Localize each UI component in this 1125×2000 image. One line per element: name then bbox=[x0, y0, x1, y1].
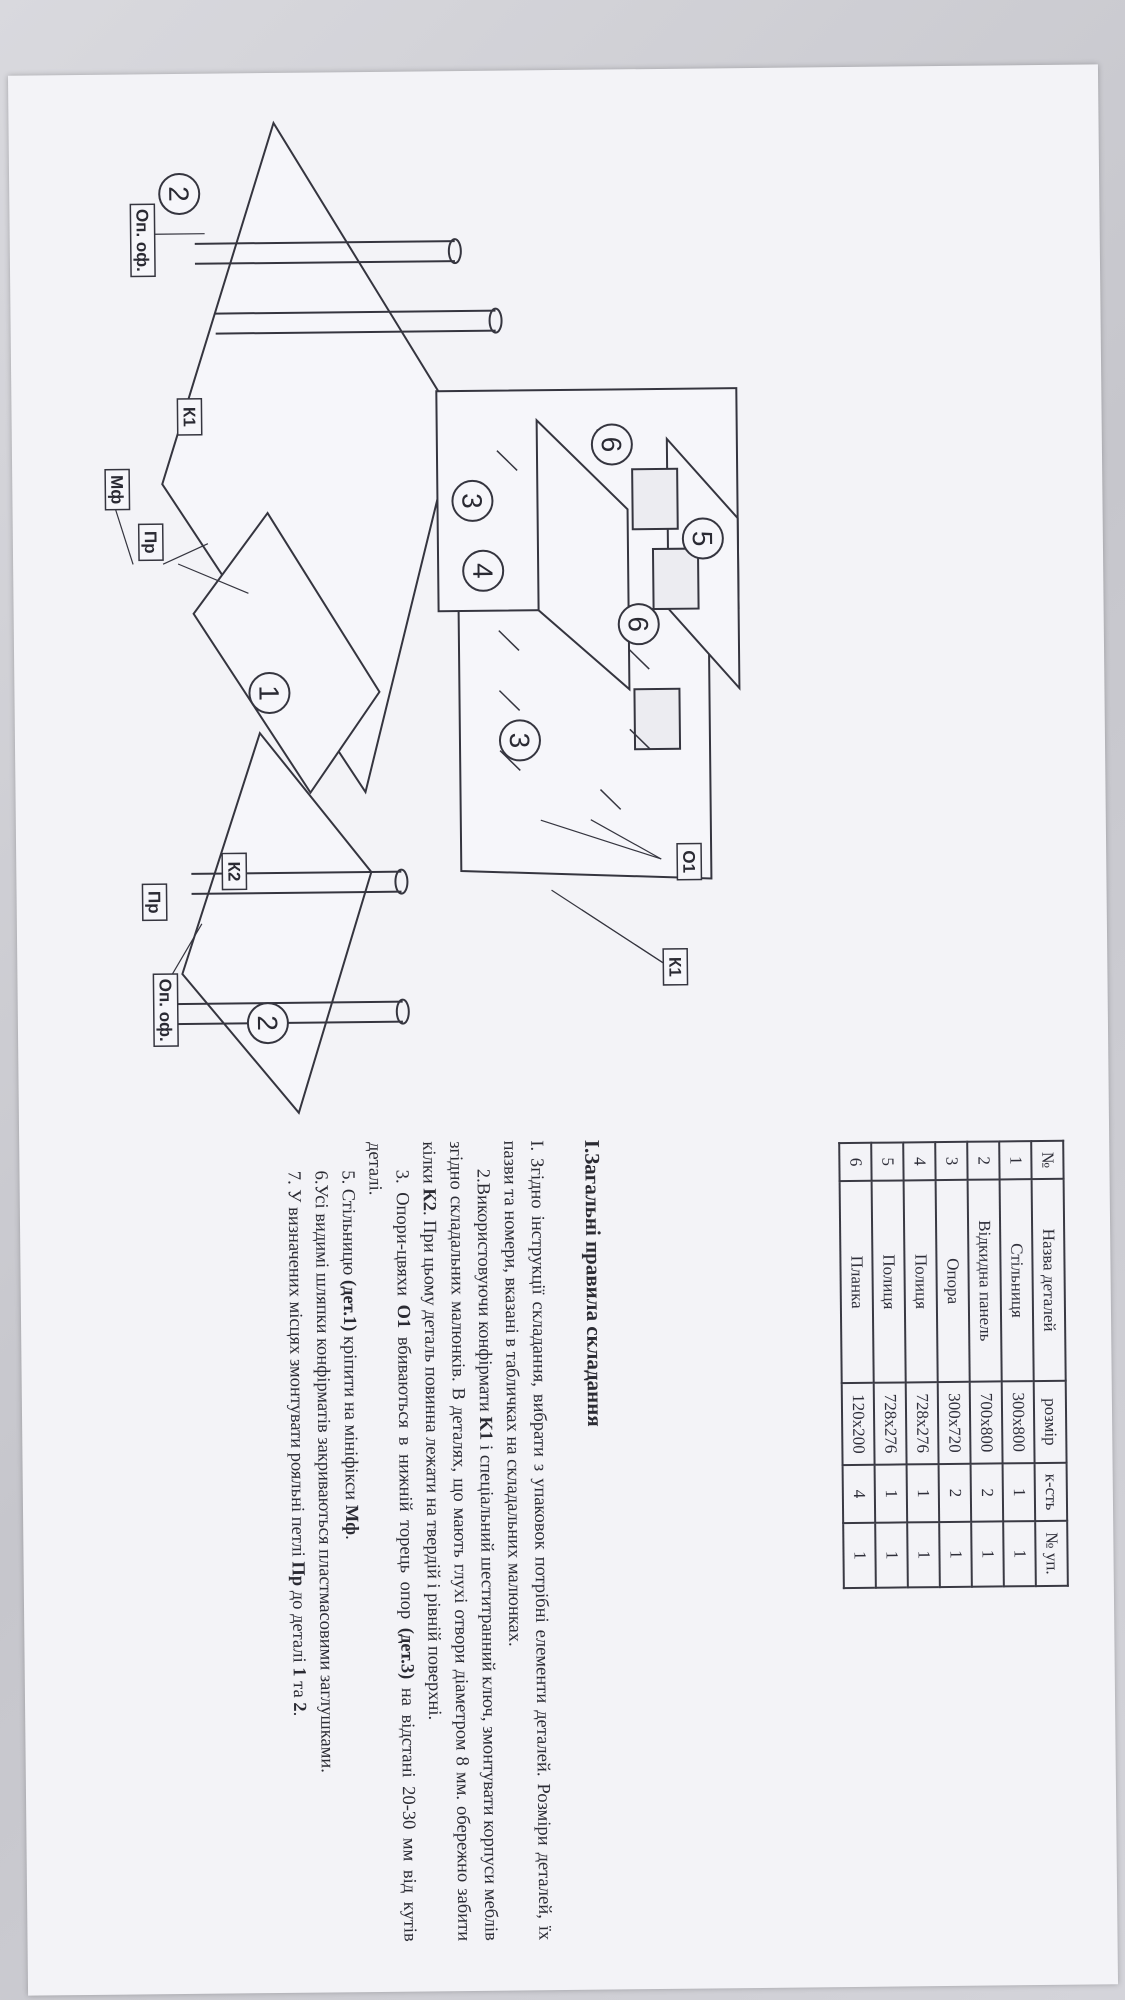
cell-pack: 1 bbox=[939, 1522, 972, 1587]
instruction-7-text: 7. У визначених місцях змонтувати рояльн… bbox=[283, 1170, 308, 1562]
cell-qty: 4 bbox=[842, 1464, 876, 1524]
cell-pack: 1 bbox=[1003, 1521, 1036, 1587]
assembly-instructions: І. Згідно інструкції складання, вибрати … bbox=[279, 1140, 557, 1943]
instruction-5-text-end: . bbox=[341, 1534, 362, 1540]
cell-qty: 1 bbox=[906, 1463, 940, 1523]
instruction-7-text-mid: до деталі bbox=[287, 1586, 309, 1668]
marker-5: 5 bbox=[687, 531, 718, 547]
instruction-7-pr: Пр bbox=[287, 1561, 308, 1587]
cell-pack: 1 bbox=[907, 1522, 940, 1588]
cell-number: 6 bbox=[839, 1142, 872, 1182]
cell-name: Полиця bbox=[871, 1180, 906, 1383]
instruction-3-text: 3. Опори-цвяхи bbox=[391, 1169, 413, 1305]
instruction-2: 2.Використовуючи конфірмати K1 і спеціал… bbox=[414, 1141, 503, 1942]
rotated-page-content: 2 1 2 3 3 4 5 6 6 Мф bbox=[28, 84, 1113, 1975]
label-mf: Мф bbox=[107, 475, 126, 504]
cell-name: Планка bbox=[839, 1181, 874, 1384]
callout-labels: Мф Пр Пр К1 К1 К2 О1 Оп. оф. Оп. оф. bbox=[104, 203, 703, 1048]
assembly-diagram: 2 1 2 3 3 4 5 6 6 Мф bbox=[104, 120, 741, 1115]
instruction-2-k1: K1 bbox=[475, 1416, 496, 1441]
label-op-of-right: Оп. оф. bbox=[155, 979, 175, 1042]
cell-qty: 2 bbox=[970, 1463, 1004, 1523]
instruction-5-text: 5. Стільницю bbox=[337, 1170, 359, 1281]
table-row: 1 Стільниця 300x800 1 1 bbox=[999, 1141, 1036, 1587]
instruction-5-part: (дет.1) bbox=[338, 1279, 360, 1332]
plank-6-b-shape bbox=[651, 547, 700, 611]
marker-6-right: 6 bbox=[623, 616, 654, 632]
table-header-row: № Назва деталей розмір к-сть № уп. bbox=[1031, 1140, 1068, 1586]
instruction-7-part2: 2 bbox=[289, 1702, 310, 1712]
cell-number: 2 bbox=[967, 1141, 1000, 1181]
label-k2: К2 bbox=[224, 861, 243, 881]
label-k1-right: К1 bbox=[665, 957, 684, 977]
cell-qty: 1 bbox=[874, 1464, 908, 1524]
panel-2-right-shape bbox=[181, 731, 373, 1115]
col-qty-header: к-сть bbox=[1034, 1462, 1068, 1522]
cell-size: 728x276 bbox=[905, 1382, 939, 1465]
instruction-2-k2: К2 bbox=[418, 1188, 439, 1212]
marker-4: 4 bbox=[467, 563, 498, 579]
cell-qty: 1 bbox=[1002, 1462, 1036, 1522]
instruction-1: І. Згідно інструкції складання, вибрати … bbox=[499, 1140, 555, 1941]
instruction-2-text-end: . При цьому деталь повинна лежати на тве… bbox=[418, 1210, 445, 1721]
instruction-7-part1: 1 bbox=[288, 1667, 309, 1677]
cell-pack: 1 bbox=[875, 1522, 908, 1588]
col-number-header: № bbox=[1031, 1140, 1064, 1180]
cell-pack: 1 bbox=[971, 1521, 1004, 1587]
marker-1: 1 bbox=[253, 685, 284, 701]
marker-3-rear: 3 bbox=[456, 493, 487, 509]
col-name-header: Назва деталей bbox=[1031, 1179, 1066, 1382]
plank-6-a-shape bbox=[631, 467, 679, 531]
cell-name: Опора bbox=[935, 1180, 970, 1383]
cell-qty: 2 bbox=[938, 1463, 972, 1523]
label-o1: О1 bbox=[679, 850, 698, 873]
cell-size: 300x800 bbox=[1001, 1381, 1035, 1464]
cell-number: 1 bbox=[999, 1141, 1032, 1180]
table-row: 3 Опора 300x720 2 1 bbox=[935, 1141, 972, 1587]
marker-2-left: 2 bbox=[163, 186, 194, 202]
label-k1-left: К1 bbox=[179, 407, 198, 427]
marker-6-left: 6 bbox=[596, 437, 627, 453]
label-pr-left: Пр bbox=[141, 531, 160, 554]
col-size-header: розмір bbox=[1033, 1380, 1067, 1463]
cell-name: Стільниця bbox=[999, 1179, 1034, 1382]
plank-6-c-shape bbox=[633, 687, 682, 751]
cell-number: 3 bbox=[935, 1141, 968, 1181]
instruction-5-mf: Мф bbox=[340, 1504, 362, 1536]
marker-3-front: 3 bbox=[504, 732, 535, 748]
section-title: І.Загальні правила складання bbox=[580, 1139, 608, 1427]
instruction-sheet: 2 1 2 3 3 4 5 6 6 Мф bbox=[7, 64, 1119, 1996]
label-op-of-left: Оп. оф. bbox=[132, 209, 152, 272]
shelf-4-shape bbox=[535, 417, 631, 692]
parts-table: № Назва деталей розмір к-сть № уп. 1 Сті… bbox=[838, 1140, 1069, 1589]
cell-number: 4 bbox=[903, 1142, 936, 1181]
cell-number: 5 bbox=[871, 1142, 904, 1182]
instruction-3-o1: О1 bbox=[392, 1304, 414, 1329]
marker-2-right: 2 bbox=[252, 1015, 283, 1031]
table-row: 6 Планка 120x200 4 1 bbox=[839, 1142, 876, 1588]
cell-size: 728x276 bbox=[873, 1382, 907, 1465]
table-row: 2 Відкидна панель 700x800 2 1 bbox=[967, 1141, 1004, 1587]
col-pack-header: № уп. bbox=[1035, 1521, 1068, 1586]
instruction-2-text: 2.Використовуючи конфірмати bbox=[472, 1168, 496, 1417]
panel-2-left-shape bbox=[161, 120, 458, 795]
instruction-7-and: та bbox=[288, 1676, 310, 1703]
cell-size: 300x720 bbox=[937, 1381, 971, 1464]
instruction-3-text-mid: вбиваються в нижній торець опор bbox=[393, 1328, 417, 1628]
label-pr-right: Пр bbox=[145, 891, 164, 914]
cell-size: 700x800 bbox=[969, 1381, 1003, 1464]
cell-pack: 1 bbox=[843, 1523, 876, 1588]
instruction-3-part: (дет.3) bbox=[396, 1627, 417, 1680]
cell-name: Відкидна панель bbox=[967, 1179, 1002, 1382]
instruction-3: 3. Опори-цвяхи О1 вбиваються в нижній то… bbox=[360, 1142, 422, 1943]
instruction-7-end: . bbox=[289, 1711, 310, 1717]
table-row: 5 Полиця 728x276 1 1 bbox=[871, 1142, 908, 1588]
table-row: 4 Полиця 728x276 1 1 bbox=[903, 1142, 940, 1588]
cell-size: 120x200 bbox=[841, 1383, 875, 1465]
part-number-markers: 2 1 2 3 3 4 5 6 6 bbox=[158, 172, 724, 1045]
cell-name: Полиця bbox=[903, 1180, 938, 1383]
instruction-5-text-mid: кріпити на мініфікси bbox=[339, 1331, 361, 1505]
